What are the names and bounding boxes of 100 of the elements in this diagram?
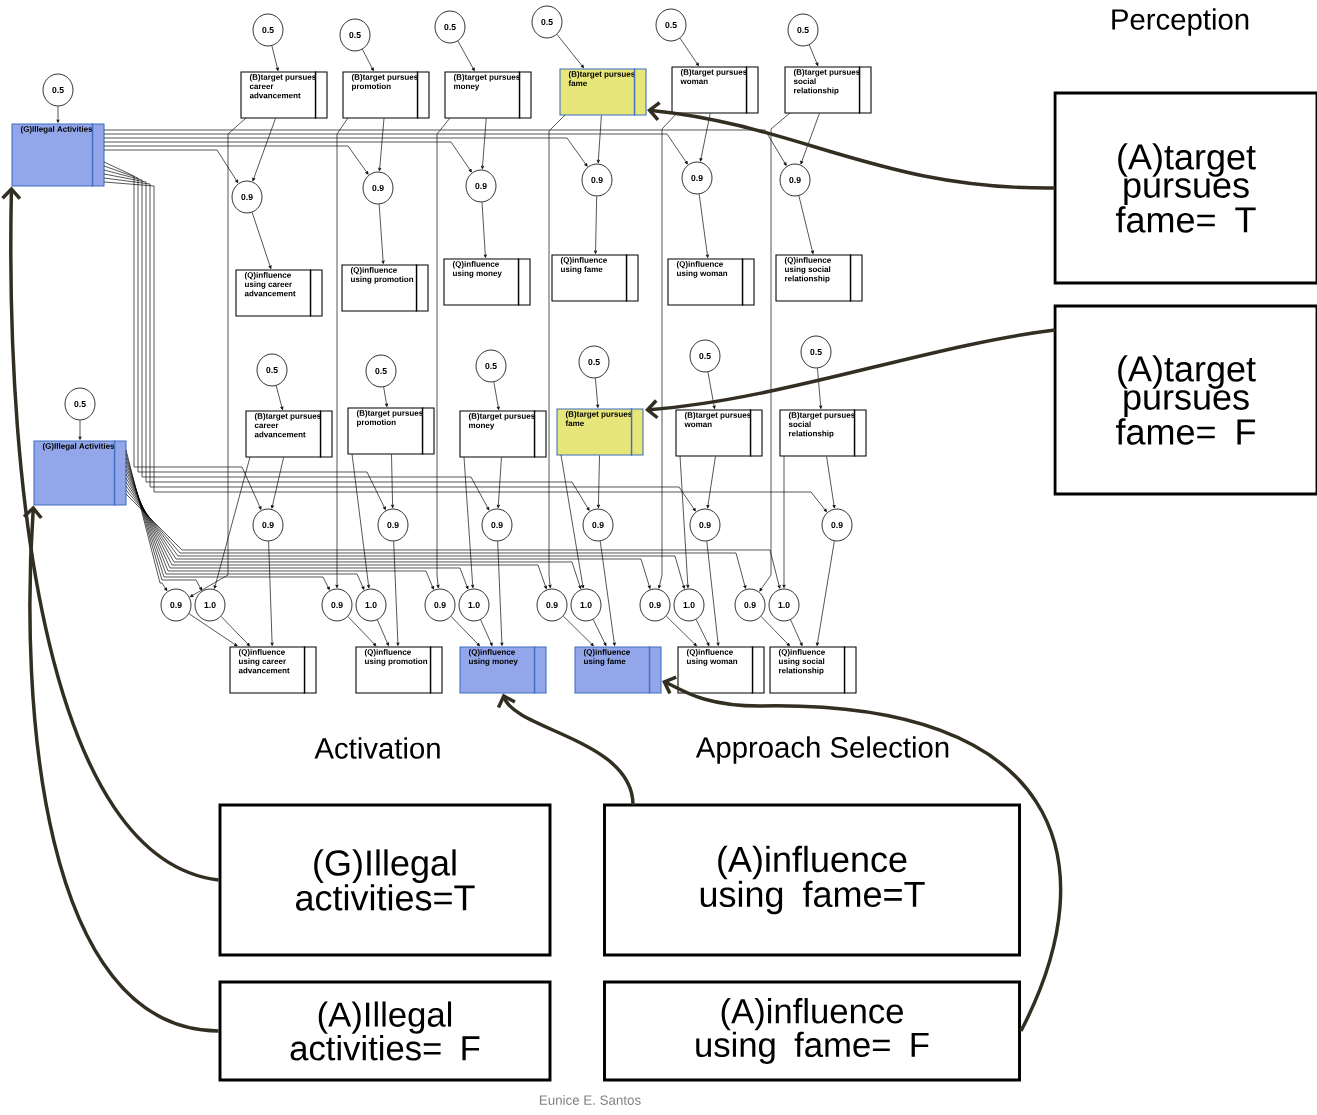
network-node: (B)target pursues fame xyxy=(556,407,644,457)
arrow xyxy=(103,133,688,165)
arrow xyxy=(798,195,814,254)
network-node: (Q)influence using woman xyxy=(677,645,765,695)
arrow xyxy=(480,619,493,647)
arrow xyxy=(645,328,1056,420)
network-node: (B)target pursues fame xyxy=(559,67,647,117)
section-title: Activation xyxy=(314,737,440,759)
arrow xyxy=(377,619,389,647)
arrow xyxy=(496,457,502,509)
network-node: (Q)influence using woman xyxy=(667,257,755,307)
arrow xyxy=(826,456,836,509)
state-box: (A)Illegal activities= F xyxy=(218,980,552,1082)
network-node: (B)target pursues career advancement xyxy=(240,70,328,120)
arrow xyxy=(103,165,386,511)
network-node: (Q)influence using money xyxy=(459,645,547,695)
arrow xyxy=(103,141,472,173)
arrow xyxy=(562,615,594,647)
author-credit: Eunice E. Santos xyxy=(539,1095,641,1105)
arrow xyxy=(252,118,276,182)
arrow xyxy=(103,169,490,511)
network-node: (Q)influence using career advancement xyxy=(235,268,323,318)
arrow xyxy=(594,196,598,254)
arrow xyxy=(103,177,696,512)
state-box: (A)target pursues fame= T xyxy=(1053,91,1317,285)
network-node: (B)target pursues social relationship xyxy=(784,65,872,115)
arrow xyxy=(808,44,819,66)
arrow xyxy=(647,101,1056,190)
arrow xyxy=(662,675,1062,1032)
arrow xyxy=(189,117,247,598)
network-node: (G)Illegal Activities xyxy=(11,122,105,188)
network-node: (Q)influence using social relationship xyxy=(775,253,863,303)
section-title: Approach Selection xyxy=(695,736,949,764)
arrow xyxy=(556,34,584,69)
arrow xyxy=(436,117,451,589)
network-node: (Q)influence using fame xyxy=(574,645,662,695)
network-node: (Q)influence using fame xyxy=(551,253,639,303)
state-box: (G)Illegal activities=T xyxy=(218,803,552,957)
state-box: (A)influence using fame= F xyxy=(603,980,1021,1082)
arrow xyxy=(817,368,823,409)
arrow xyxy=(78,420,82,440)
arrow xyxy=(347,616,377,647)
arrow xyxy=(383,386,389,407)
network-node: (Q)influence using career advancement xyxy=(229,645,317,695)
network-node: (B)target pursues money xyxy=(459,409,547,459)
arrow xyxy=(268,541,274,646)
network-node: (B)target pursues social relationship xyxy=(779,408,867,458)
arrow xyxy=(125,453,203,591)
arrow xyxy=(548,114,566,589)
arrow xyxy=(497,541,504,646)
arrow xyxy=(125,449,168,592)
arrow xyxy=(699,113,711,162)
arrow xyxy=(378,118,385,172)
arrow xyxy=(271,45,279,71)
arrow xyxy=(220,616,250,647)
network-node: (B)target pursues promotion xyxy=(342,70,430,120)
arrow xyxy=(103,145,369,175)
arrow xyxy=(560,454,585,589)
network-node: (B)target pursues promotion xyxy=(347,406,435,456)
arrow xyxy=(56,106,60,123)
arrow xyxy=(679,37,699,67)
arrow xyxy=(599,540,616,646)
arrow xyxy=(596,455,600,509)
arrow xyxy=(457,40,475,72)
arrow xyxy=(481,202,487,258)
arrow xyxy=(251,212,272,269)
arrow xyxy=(596,115,602,164)
network-node: (B)target pursues woman xyxy=(675,408,763,458)
network-node: (Q)influence using promotion xyxy=(355,645,443,695)
arrow xyxy=(103,161,262,510)
network-node: (B)target pursues money xyxy=(444,70,532,120)
arrow xyxy=(595,378,600,408)
arrow xyxy=(790,619,803,647)
arrow xyxy=(1,186,220,882)
network-node: (B)target pursues woman xyxy=(671,65,759,115)
arrow xyxy=(800,113,820,165)
state-box: (A)target pursues fame= F xyxy=(1053,304,1317,496)
network-node: (Q)influence using promotion xyxy=(341,263,429,313)
network-node: (Q)influence using money xyxy=(443,257,531,307)
arrow xyxy=(22,505,219,1033)
arrow xyxy=(362,49,374,72)
arrow xyxy=(393,541,400,646)
arrow xyxy=(782,455,786,589)
arrow xyxy=(450,616,480,647)
arrow xyxy=(658,112,678,589)
arrow xyxy=(706,540,720,646)
arrow xyxy=(706,456,716,509)
arrow xyxy=(378,204,385,264)
arrow xyxy=(125,457,330,591)
arrow xyxy=(815,540,835,646)
arrow xyxy=(275,385,284,410)
arrow xyxy=(481,118,487,170)
arrow xyxy=(103,173,590,511)
arrow xyxy=(270,457,284,509)
state-box: (A)influence using fame=T xyxy=(603,803,1021,957)
arrow xyxy=(391,454,395,509)
arrow xyxy=(213,456,251,589)
arrow xyxy=(496,693,635,806)
network-node: (B)target pursues career advancement xyxy=(245,409,333,459)
arrow xyxy=(463,456,475,589)
